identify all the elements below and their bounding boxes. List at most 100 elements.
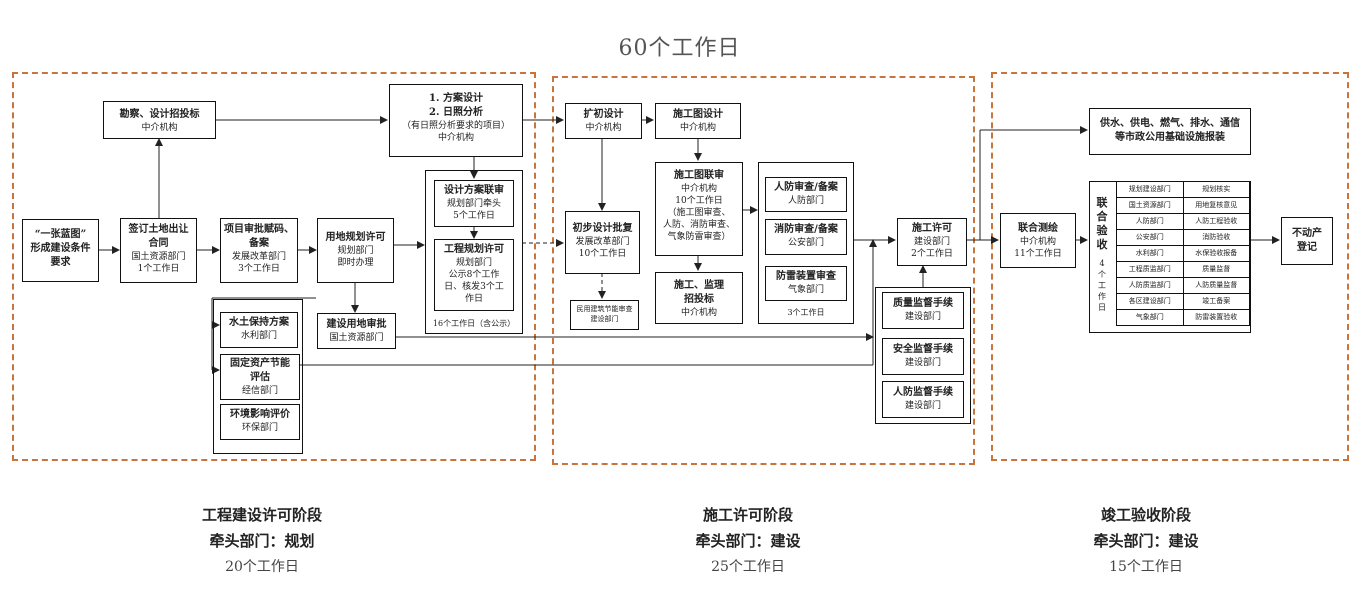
acceptance-row: 工程质监部门质量监督 — [1116, 261, 1250, 278]
node-construction-permit: 施工许可 建设部门 2个工作日 — [897, 218, 967, 266]
land-use-permit-days: 即时办理 — [337, 258, 374, 268]
joint-survey-title: 联合测绘 — [1018, 223, 1058, 234]
blueprint-line1: “一张蓝图” — [34, 229, 87, 240]
node-project-approval: 项目审批赋码、 备案 发展改革部门 3个工作日 — [220, 218, 298, 283]
expanded-design-sub: 中介机构 — [585, 123, 622, 133]
fixed-asset-title: 固定资产节能 — [230, 358, 290, 369]
construction-review-line5: 气象防雷审查） — [667, 232, 731, 242]
supervision-sub: 中介机构 — [680, 308, 717, 318]
land-use-permit-title: 用地规划许可 — [325, 232, 386, 243]
joint-survey-dept: 中介机构 — [1019, 237, 1056, 247]
joint-acceptance-days: 4个工作日 — [1092, 258, 1112, 313]
construction-review-days: 10个工作日 — [675, 196, 723, 206]
lightning-title: 防雷装置审查 — [776, 271, 836, 282]
node-scheme-review: 设计方案联审 规划部门牵头 5个工作日 — [434, 180, 514, 227]
node-blueprint: “一张蓝图” 形成建设条件 要求 — [22, 219, 99, 282]
node-civil-air-supervision: 人防监督手续 建设部门 — [882, 381, 964, 418]
project-approval-dept: 发展改革部门 — [231, 252, 286, 262]
acceptance-dept: 气象部门 — [1116, 309, 1184, 326]
phase-days: 25个工作日 — [711, 559, 785, 575]
eng-permit-line4: 作日 — [464, 294, 483, 304]
joint-acceptance-title-text: 联合验收 — [1096, 196, 1108, 251]
phase-name: 工程建设许可阶段 — [201, 506, 322, 524]
acceptance-dept: 人防部门 — [1116, 213, 1184, 230]
acceptance-item: 消防验收 — [1182, 229, 1250, 246]
real-estate-line2: 登记 — [1297, 242, 1317, 253]
acceptance-item: 人防工程验收 — [1182, 213, 1250, 230]
phase-footer-engineering: 工程建设许可阶段 牵头部门：规划 20个工作日 — [112, 502, 412, 580]
project-approval-days: 3个工作日 — [238, 264, 280, 274]
land-contract-title2: 合同 — [148, 238, 169, 249]
node-construction-review: 施工图联审 中介机构 10个工作日 （施工图审查、 人防、消防审查、 气象防雷审… — [655, 162, 743, 256]
scheme-line2: 2. 日照分析 — [429, 107, 483, 118]
phase-lead: 牵头部门：建设 — [1093, 532, 1199, 550]
land-contract-days: 1个工作日 — [137, 264, 180, 274]
acceptance-table: 规划建设部门规划核实国土资源部门用地复核意见人防部门人防工程验收公安部门消防验收… — [1116, 181, 1250, 326]
acceptance-dept: 规划建设部门 — [1116, 181, 1184, 198]
node-lightning-review: 防雷装置审查 气象部门 — [765, 266, 847, 301]
prelim-dept: 发展改革部门 — [575, 237, 630, 247]
environment-title: 环境影响评价 — [230, 409, 290, 420]
node-utilities: 供水、供电、燃气、排水、通信 等市政公用基础设施报装 — [1089, 108, 1251, 155]
air-defense-dept: 人防部门 — [787, 196, 824, 206]
lightning-dept: 气象部门 — [787, 285, 824, 295]
construction-permit-title: 施工许可 — [912, 223, 952, 234]
joint-acceptance-title: 联合验收 — [1092, 196, 1112, 252]
acceptance-item: 用地复核意见 — [1182, 197, 1250, 214]
construction-land-dept: 国土资源部门 — [329, 333, 384, 343]
utilities-line2: 等市政公用基础设施报装 — [1115, 132, 1225, 143]
acceptance-row: 人防部门人防工程验收 — [1116, 213, 1250, 230]
survey-sub: 中介机构 — [141, 123, 178, 133]
construction-design-sub: 中介机构 — [679, 123, 716, 133]
node-construction-land: 建设用地审批 国土资源部门 — [317, 313, 396, 349]
survey-title: 勘察、设计招投标 — [119, 109, 200, 120]
prelim-days: 10个工作日 — [578, 249, 627, 259]
acceptance-row: 规划建设部门规划核实 — [1116, 181, 1250, 198]
phase-box-construction — [552, 76, 975, 465]
acceptance-item: 水保验收报备 — [1182, 245, 1250, 262]
acceptance-row: 气象部门防雷装置验收 — [1116, 309, 1250, 326]
scheme-line4: 中介机构 — [437, 133, 474, 143]
permit-group — [425, 170, 523, 334]
acceptance-row: 公安部门消防验收 — [1116, 229, 1250, 246]
project-approval-title: 项目审批赋码、 — [224, 224, 294, 235]
node-real-estate: 不动产 登记 — [1281, 217, 1333, 265]
acceptance-dept: 人防质监部门 — [1116, 277, 1184, 294]
acceptance-dept: 工程质监部门 — [1116, 261, 1184, 278]
phase-footer-construction: 施工许可阶段 牵头部门：建设 25个工作日 — [598, 502, 898, 580]
acceptance-item: 规划核实 — [1182, 181, 1250, 198]
node-engineering-permit: 工程规划许可 规划部门 公示8个工作 日、核发3个工 作日 — [434, 239, 514, 311]
node-preliminary-approval: 初步设计批复 发展改革部门 10个工作日 — [565, 211, 640, 274]
engineering-total-days: 16个工作日（含公示） — [432, 319, 516, 328]
node-land-use-permit: 用地规划许可 规划部门 即时办理 — [317, 218, 394, 283]
acceptance-row: 各区建设部门竣工备案 — [1116, 293, 1250, 310]
supervision-title: 施工、监理 — [674, 280, 724, 291]
acceptance-row: 国土资源部门用地复核意见 — [1116, 197, 1250, 214]
acceptance-item: 竣工备案 — [1182, 293, 1250, 310]
node-supervision-bidding: 施工、监理 招投标 中介机构 — [655, 272, 743, 324]
scheme-line3: （有日照分析要求的项目） — [401, 121, 510, 131]
eng-permit-line2: 公示8个工作 — [448, 270, 500, 280]
fire-dept: 公安部门 — [787, 238, 824, 248]
soil-dept: 水利部门 — [240, 331, 277, 341]
phase-lead: 牵头部门：建设 — [695, 532, 801, 550]
construction-review-line4: 人防、消防审查、 — [662, 220, 735, 230]
land-use-permit-dept: 规划部门 — [337, 246, 374, 256]
scheme-review-dept: 规划部门牵头 — [446, 199, 501, 209]
node-fixed-asset: 固定资产节能 评估 经信部门 — [220, 354, 300, 400]
phase-footer-acceptance: 竣工验收阶段 牵头部门：建设 15个工作日 — [996, 502, 1296, 580]
land-contract-title: 签订土地出让 — [128, 224, 189, 235]
project-approval-title2: 备案 — [249, 238, 269, 249]
node-expanded-design: 扩初设计 中介机构 — [565, 103, 642, 139]
phase-days: 20个工作日 — [225, 559, 299, 575]
safety-dept: 建设部门 — [904, 358, 941, 368]
prelim-title: 初步设计批复 — [572, 223, 633, 234]
node-soil-water: 水土保持方案 水利部门 — [220, 312, 298, 348]
blueprint-line3: 要求 — [50, 257, 71, 268]
page-title: 60个工作日 — [618, 36, 741, 61]
node-joint-survey: 联合测绘 中介机构 11个工作日 — [1000, 213, 1076, 268]
environment-dept: 环保部门 — [241, 423, 278, 433]
node-safety-supervision: 安全监督手续 建设部门 — [882, 338, 964, 375]
joint-acceptance-days-text: 4个工作日 — [1098, 259, 1106, 312]
